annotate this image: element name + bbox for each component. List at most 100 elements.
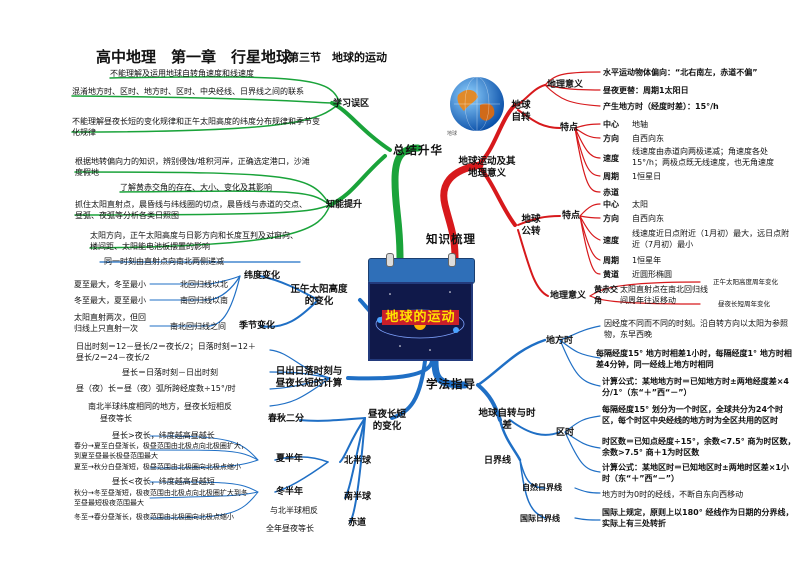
- southern-text: 与北半球相反: [270, 506, 318, 515]
- rotation-feature-key: 速度: [603, 154, 619, 163]
- winter-item: 秋分→冬至昼渐短，极夜范围由北极点向北极圈扩大到冬至昼最短极夜范围最大: [74, 489, 248, 507]
- rotation-sig-item: 昼夜更替：周期1太阳日: [603, 86, 689, 95]
- page-title: 高中地理 第一章 行星地球: [96, 48, 292, 66]
- noon-row-left: 夏至最大，冬至最小: [74, 280, 146, 289]
- noon-row-right: 南回归线以南: [180, 296, 228, 305]
- hub-knowledge: 知识梳理: [426, 232, 476, 246]
- sunrise-calc-label: 日出日落时刻与昼夜长短的计算: [275, 366, 343, 389]
- noon-height-label: 正午太阳高度的变化: [290, 284, 348, 307]
- rotation-feature-value: 自西向东: [632, 134, 664, 143]
- revolution-feature-value: 1恒星年: [632, 256, 662, 265]
- equinox-label: 春秋二分: [268, 414, 305, 424]
- winter-item: 冬至→春分昼渐长，极夜范围由北极圈向北极点缩小: [74, 513, 234, 521]
- ability-item: 根据地转偏向力的知识，辨别侵蚀/堆积河岸，正确选定港口，沙滩度假地: [75, 157, 310, 177]
- time-difference-label: 地球自转与时差: [478, 408, 536, 431]
- center-node: 地球的运动: [368, 253, 475, 361]
- noon-row-right: 南北回归线之间: [170, 322, 226, 331]
- hub-method: 学法指导: [426, 377, 476, 391]
- revolution-feature-key: 周期: [603, 256, 619, 265]
- zone-time-item: 时区数＝已知点经度÷15°，余数<7.5° 商为时区数，余数>7.5° 商＋1为…: [602, 437, 796, 457]
- revolution-feature-key: 速度: [603, 236, 619, 245]
- ability-item: 了解黄赤交角的存在、大小、变化及其影响: [120, 183, 272, 192]
- revolution-feature-value: 太阳: [632, 200, 648, 209]
- revolution-label: 地球公转: [521, 214, 541, 237]
- rotation-feature-key: 中心: [603, 120, 619, 129]
- revolution-significance-label: 地理意义: [550, 291, 587, 301]
- zone-time-item: 每隔经度15° 划分为一个时区，全球共分为24个时区，每个时区中央经线的地方时为…: [602, 405, 784, 425]
- calendar-ring: [386, 253, 394, 267]
- rotation-feature-key: 方向: [603, 134, 619, 143]
- ability-item: 太阳方向，正午太阳高度与日影方向和长度互判及对窗向、楼间距、太阳能电池板摆置的影…: [90, 231, 298, 251]
- revolution-feature-value: 近圆形椭圆: [632, 270, 672, 279]
- rotation-feature-value: 地轴: [632, 120, 648, 129]
- revolution-sig-item: 正午太阳高度周年变化: [713, 278, 778, 286]
- mistake-item: 不能理解昼夜长短的变化规律和正午太阳高度的纬度分布规律和季节变化规律: [72, 117, 320, 137]
- local-time-item: 计算公式：某地地方时＝已知地方时±两地经度差×4分/1°（东“＋”西“－”）: [602, 377, 789, 397]
- mistake-item: 混淆地方时、区时、地方时、区时、中央经线、日界线之间的联系: [72, 87, 304, 96]
- center-title: 地球的运动: [370, 306, 471, 325]
- local-time-label: 地方时: [546, 336, 574, 346]
- summer-item: 夏至→秋分白昼渐短，极昼范围由北极圈向北极点缩小: [74, 463, 241, 471]
- rotation-equator: 赤道: [603, 188, 619, 197]
- rotation-features-label: 特点: [560, 123, 579, 133]
- hub-summary: 总结升华: [393, 143, 443, 157]
- sunrise-item: 日出时刻＝12－昼长/2＝夜长/2；日落时刻＝12＋昼长/2＝24－夜长/2: [76, 342, 256, 362]
- revolution-feature-key: 方向: [603, 214, 619, 223]
- season-change-label: 季节变化: [239, 321, 276, 331]
- zone-time-item: 计算公式：某地区时＝已知地区时±两地时区差×1小时（东“＋”西“－”）: [602, 463, 789, 483]
- calendar-top: [368, 258, 475, 284]
- southern-label: 南半球: [344, 492, 372, 502]
- rotation-sig-item: 产生地方时（经度时差）：15°/h: [603, 102, 719, 111]
- motion-significance-branch: 地球运动及其地理意义: [458, 156, 516, 179]
- dateline-label: 日界线: [484, 456, 512, 466]
- revolution-feature-key: 黄道: [603, 270, 619, 279]
- summer-item: 昼长>夜长，纬度越高昼越长: [112, 431, 215, 440]
- rotation-feature-key: 周期: [603, 172, 619, 181]
- rotation-feature-value: 1恒星日: [632, 172, 662, 181]
- calendar-ring: [448, 253, 456, 267]
- rotation-sig-item: 水平运动物体偏向：“北右南左，赤道不偏”: [603, 68, 758, 77]
- summer-half-label: 夏半年: [276, 454, 304, 464]
- sunrise-item: 南北半球纬度相同的地方，昼夜长短相反: [88, 402, 232, 411]
- noon-row-left: 冬至最大，夏至最小: [74, 296, 146, 305]
- mistakes-label: 学习误区: [333, 99, 370, 109]
- northern-label: 北半球: [344, 456, 372, 466]
- daynight-label: 昼夜长短的变化: [367, 409, 406, 432]
- revolution-feature-key: 中心: [603, 200, 619, 209]
- rotation-label: 地球自转: [511, 100, 531, 123]
- globe-icon: [450, 76, 504, 132]
- revolution-features-label: 特点: [562, 211, 581, 221]
- revolution-feature-value: 线速度近日点附近（1月初）最大，远日点附近（7月初）最小: [632, 229, 790, 249]
- rotation-significance-label: 地理意义: [547, 80, 584, 90]
- sunrise-item: 昼长＝日落时刻－日出时刻: [122, 368, 218, 377]
- noon-row-right: 北回归线以北: [180, 280, 228, 289]
- international-dateline-text: 国际上规定，原则上以180° 经线作为日期的分界线，实际上有三处转折: [602, 508, 794, 528]
- obliquity-desc: 太阳直射点在南北回归线间周年往返移动: [620, 285, 708, 305]
- zone-time-label: 区时: [556, 428, 575, 438]
- revolution-feature-value: 自西向东: [632, 214, 664, 223]
- local-time-item: 因经度不同而不同的时刻。沿自转方向以太阳为参照物，东早西晚: [604, 319, 788, 339]
- summer-item: 春分→夏至白昼渐长，极昼范围由北极点向北极圈扩大，到夏至昼最长极昼范围最大: [74, 442, 248, 460]
- equinox-text: 昼夜等长: [100, 414, 132, 423]
- natural-dateline-text: 地方时为0时的经线，不断自东向西移动: [602, 490, 744, 499]
- latitude-change-label: 纬度变化: [244, 271, 281, 281]
- international-dateline-label: 国际日界线: [520, 514, 560, 523]
- mistake-item: 不能理解及运用地球自转角速度和线速度: [110, 69, 254, 78]
- equator-label: 赤道: [348, 518, 367, 528]
- revolution-sig-item: 昼夜长短周年变化: [718, 300, 770, 308]
- noon-row-left: 太阳直射两次，但回归线上只直射一次: [74, 313, 146, 333]
- sunrise-item: 昼（夜）长＝昼（夜）弧所跨经度数÷15°/时: [76, 384, 236, 393]
- obliquity-label: 黄赤交角: [594, 285, 618, 305]
- globe-caption: 地球: [447, 131, 458, 137]
- calendar-body: 地球的运动: [368, 282, 473, 361]
- equator-text: 全年昼夜等长: [266, 524, 314, 533]
- natural-dateline-label: 自然日界线: [522, 483, 562, 492]
- ability-item: 抓住太阳直射点，晨昏线与纬线圈的切点，晨昏线与赤道的交点、昼弧、夜弧等分析各类日…: [75, 200, 307, 220]
- winter-half-label: 冬半年: [276, 487, 304, 497]
- ability-label: 知能提升: [326, 200, 363, 210]
- local-time-item: 每隔经度15° 地方时相差1小时，每隔经度1° 地方时相差4分钟，同一经线上地方…: [596, 349, 792, 369]
- section-title: 第三节 地球的运动: [288, 51, 387, 64]
- winter-item: 昼长<夜长，纬度越高昼越短: [112, 477, 215, 486]
